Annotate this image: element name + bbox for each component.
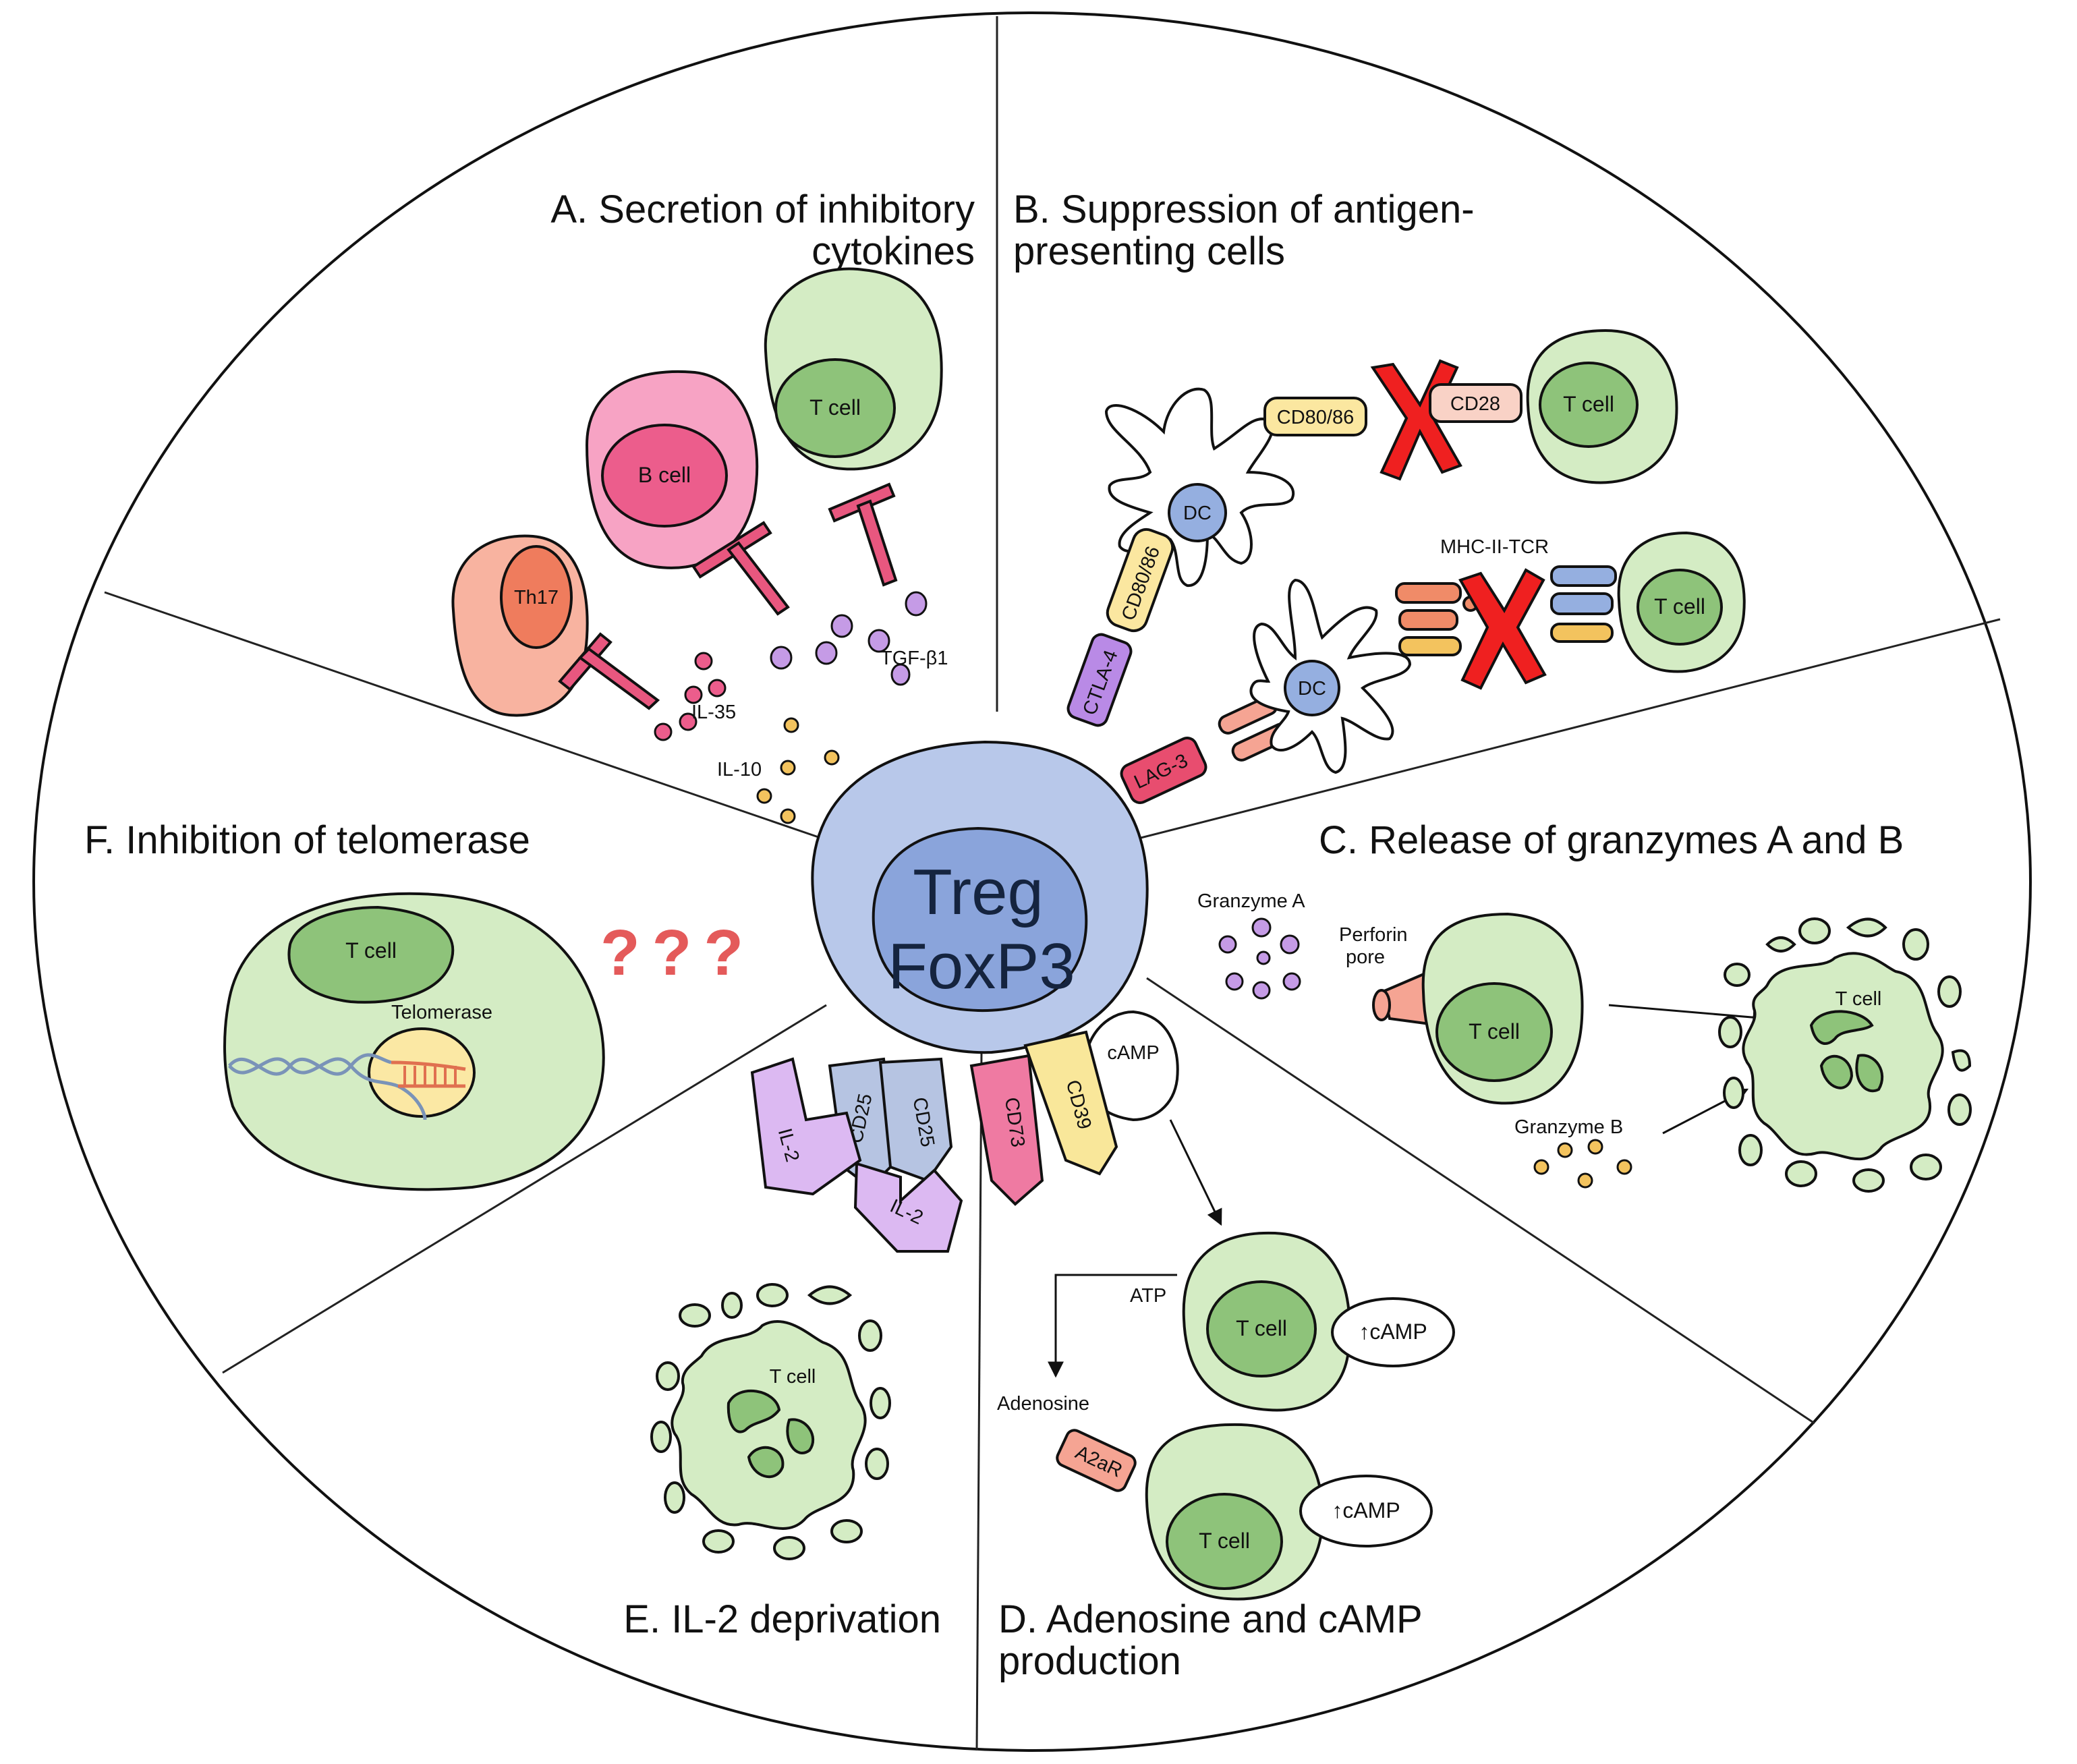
section-e-title: E. IL-2 deprivation xyxy=(623,1597,941,1641)
foxp3-label: FoxP3 xyxy=(888,930,1075,1002)
d-camp-bubble-2: ↑cAMP xyxy=(1299,1475,1433,1547)
svg-text:T cell: T cell xyxy=(809,395,861,420)
granzyme-a-dots xyxy=(1218,917,1301,1000)
svg-text:T cell: T cell xyxy=(770,1366,816,1388)
granzyme-b-dots xyxy=(1533,1139,1632,1189)
tcr-bars xyxy=(1550,565,1617,643)
svg-text:B cell: B cell xyxy=(638,463,691,487)
svg-text:DC: DC xyxy=(1183,503,1212,524)
c-t-cell: T cell xyxy=(1421,912,1584,1105)
ctla4-receptor: CTLA-4 xyxy=(1066,633,1133,727)
svg-text:↑cAMP: ↑cAMP xyxy=(1332,1498,1400,1523)
dc-cell-2: DC xyxy=(1249,578,1412,774)
section-b-title-2: presenting cells xyxy=(1013,229,1285,273)
treg-label: Treg xyxy=(913,856,1044,928)
svg-text:T cell: T cell xyxy=(1563,392,1614,416)
section-d-title: D. Adenosine and cAMP xyxy=(998,1597,1423,1641)
svg-text:Th17: Th17 xyxy=(514,587,559,608)
svg-text:DC: DC xyxy=(1298,678,1326,700)
section-d-title-2: production xyxy=(998,1639,1181,1683)
d-t-cell-2: T cell xyxy=(1145,1423,1324,1601)
a2ar-receptor: A2aR xyxy=(1056,1429,1137,1492)
cd28-receptor: CD28 xyxy=(1429,383,1523,423)
section-c-title: C. Release of granzymes A and B xyxy=(1319,818,1904,862)
b-t-cell-1: T cell xyxy=(1526,329,1678,484)
il2-receptor-2: CD25 IL-2 xyxy=(853,1057,963,1253)
arrow-camp-down xyxy=(1169,1119,1222,1226)
dna-icon xyxy=(228,1053,466,1120)
svg-text:T cell: T cell xyxy=(345,938,397,963)
cd80-86-top: CD80/86 xyxy=(1263,397,1367,436)
section-dividers xyxy=(104,16,2001,1751)
a-b-cell: B cell xyxy=(585,370,759,569)
tgf-beta-dots xyxy=(770,591,928,686)
f-t-cell: T cell Telomerase xyxy=(223,892,605,1191)
inhibitor-symbols xyxy=(558,482,898,710)
perforin-label-1: Perforin xyxy=(1339,924,1408,946)
granzyme-b-label: Granzyme B xyxy=(1514,1116,1623,1138)
svg-text:↑cAMP: ↑cAMP xyxy=(1359,1319,1427,1344)
e-apoptotic-t-cell: T cell xyxy=(650,1283,891,1560)
a-t-cell: T cell xyxy=(764,267,943,471)
arrow-to-apoptotic xyxy=(1608,1004,1769,1026)
adenosine-label: Adenosine xyxy=(997,1393,1089,1415)
svg-text:T cell: T cell xyxy=(1236,1316,1287,1340)
a-th17-cell: Th17 xyxy=(451,534,589,717)
arrow-atp-adenosine xyxy=(1048,1274,1177,1378)
mhc-bars xyxy=(1395,582,1479,656)
d-t-cell-1: T cell xyxy=(1182,1231,1351,1412)
section-a-title: A. Secretion of inhibitory xyxy=(550,188,975,231)
cd73-receptor: CD73 xyxy=(969,1054,1044,1206)
granzyme-a-label: Granzyme A xyxy=(1197,890,1305,912)
svg-text:T cell: T cell xyxy=(1199,1529,1250,1553)
b-t-cell-2: T cell xyxy=(1617,531,1746,673)
svg-text:CD28: CD28 xyxy=(1450,393,1500,415)
section-f-title: F. Inhibition of telomerase xyxy=(84,818,530,862)
telomerase-label: Telomerase xyxy=(391,1002,492,1023)
svg-text:cAMP: cAMP xyxy=(1107,1042,1159,1064)
cd39-receptor: CD39 xyxy=(1023,1030,1118,1176)
svg-text:CD80/86: CD80/86 xyxy=(1277,407,1354,428)
question-marks: ??? xyxy=(600,917,756,989)
il10-dots xyxy=(756,717,840,824)
svg-text:T cell: T cell xyxy=(1836,988,1882,1010)
il35-dots xyxy=(654,652,727,741)
il35-label: IL-35 xyxy=(691,702,736,723)
atp-label: ATP xyxy=(1130,1285,1166,1307)
d-camp-bubble-1: ↑cAMP xyxy=(1331,1297,1455,1367)
il10-label: IL-10 xyxy=(717,759,762,780)
section-a-title-2: cytokines xyxy=(812,229,975,273)
treg-cell: Treg FoxP3 xyxy=(811,740,1149,1054)
section-b-title: B. Suppression of antigen- xyxy=(1013,188,1475,231)
mhc-tcr-label: MHC-II-TCR xyxy=(1440,536,1549,558)
tgf-beta-label: TGF-β1 xyxy=(880,648,948,669)
svg-text:T cell: T cell xyxy=(1469,1019,1520,1044)
perforin-label-2: pore xyxy=(1346,946,1385,968)
cross-2-icon xyxy=(1458,568,1547,690)
camp-receptor: cAMP xyxy=(1083,1010,1179,1122)
svg-text:T cell: T cell xyxy=(1654,594,1705,619)
c-apoptotic-t-cell: T cell xyxy=(1718,917,1972,1193)
